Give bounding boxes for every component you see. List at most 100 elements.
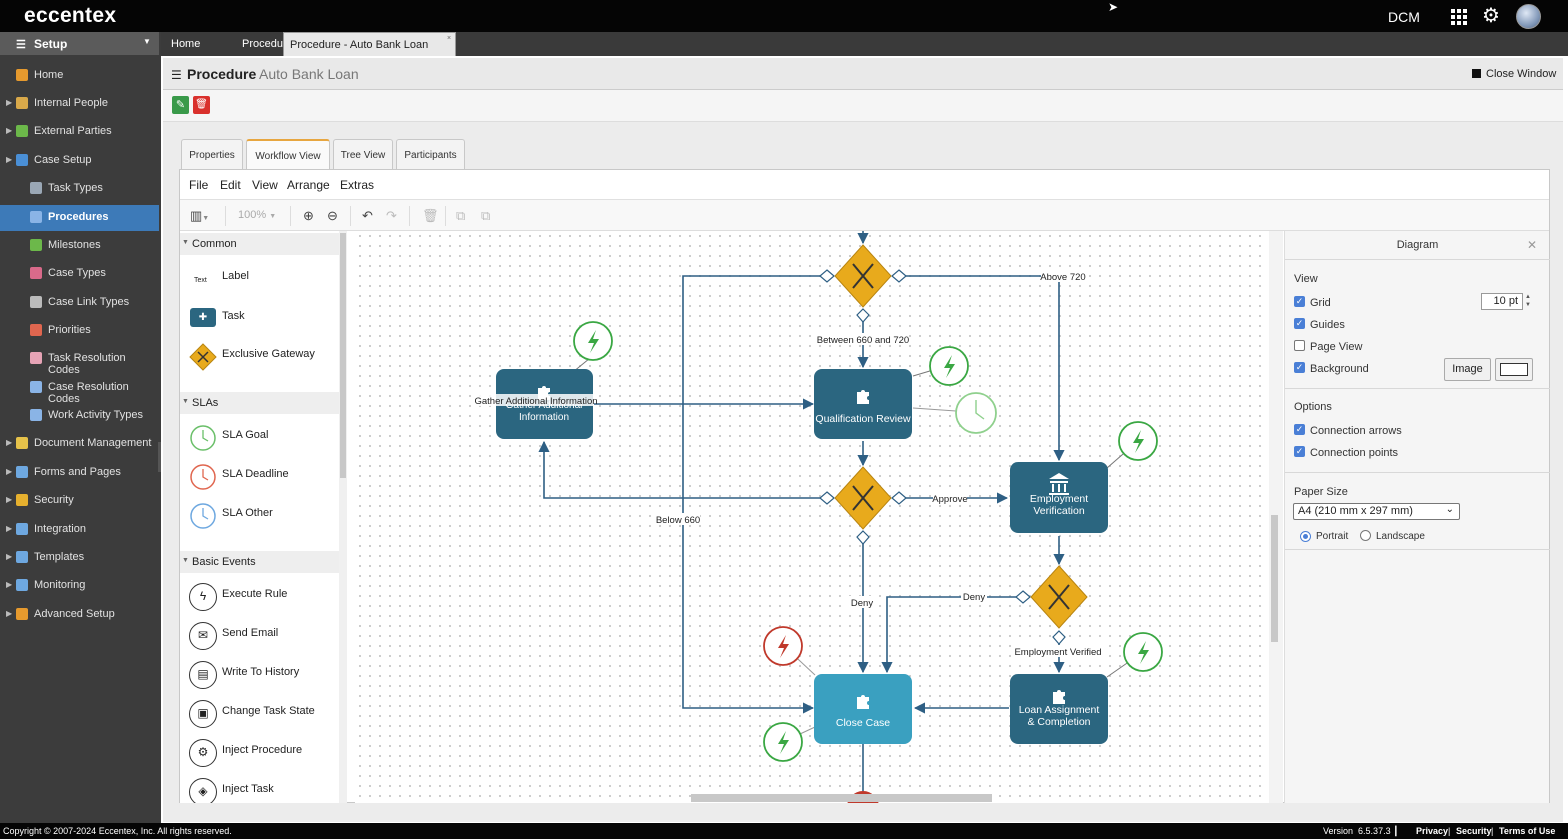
palette-item-inject-procedure[interactable]: ⚙ Inject Procedure	[180, 735, 340, 773]
close-window-button[interactable]: Close Window	[1472, 68, 1556, 80]
connection-diamond[interactable]	[1052, 630, 1066, 645]
sidebar-item[interactable]: ▶External Parties	[0, 119, 159, 145]
sidebar-item[interactable]: ▶Security	[0, 488, 159, 514]
grid-size-input[interactable]: 10 pt	[1481, 293, 1523, 310]
close-icon[interactable]: ✕	[1527, 238, 1538, 252]
expand-arrow-icon[interactable]: ▶	[6, 98, 13, 107]
gateway-top[interactable]	[834, 244, 892, 308]
sidebar-item[interactable]: Work Activity Types	[0, 403, 159, 429]
sidebar-item[interactable]: ▶Case Setup	[0, 148, 159, 174]
connection-diamond[interactable]	[891, 491, 907, 505]
connection-diamond[interactable]	[891, 269, 907, 283]
menu-view[interactable]: View	[252, 178, 278, 192]
sla-rule-employment[interactable]	[1118, 421, 1158, 461]
expand-arrow-icon[interactable]: ▶	[6, 495, 13, 504]
sidebar-item[interactable]: Case Link Types	[0, 290, 159, 316]
redo-icon[interactable]: ↷	[386, 208, 397, 223]
close-tab-icon[interactable]: ×	[446, 35, 452, 42]
landscape-radio[interactable]	[1360, 530, 1371, 541]
task-loan-assignment[interactable]: Loan Assignment& Completion	[1010, 674, 1108, 744]
expand-arrow-icon[interactable]: ▶	[6, 552, 13, 561]
sidebar-item[interactable]: Procedures	[0, 205, 159, 231]
page-view-checkbox[interactable]	[1294, 340, 1305, 351]
task-qualification-review[interactable]: Qualification Review	[814, 369, 912, 439]
connection-diamond[interactable]	[819, 491, 835, 505]
menu-extras[interactable]: Extras	[340, 178, 375, 192]
sla-rule-gather[interactable]	[573, 321, 613, 361]
security-link[interactable]: Security	[1456, 826, 1492, 836]
expand-arrow-icon[interactable]: ▶	[6, 524, 13, 533]
sidebar-item[interactable]: ▶Templates	[0, 545, 159, 571]
menu-edit[interactable]: Edit	[220, 178, 241, 192]
zoom-level[interactable]: 100% ▼	[238, 209, 277, 221]
sla-rule-close-red[interactable]	[763, 626, 803, 666]
gateway-employment[interactable]	[1030, 565, 1088, 629]
portrait-radio[interactable]	[1300, 531, 1311, 542]
expand-arrow-icon[interactable]: ▶	[6, 467, 13, 476]
palette-section-common[interactable]: ▼Common	[180, 233, 340, 255]
sidebar-item[interactable]: Task Resolution Codes	[0, 346, 159, 376]
palette-item-change-task-state[interactable]: ▣ Change Task State	[180, 696, 340, 734]
tab-home[interactable]: Home	[171, 38, 201, 50]
sidebar-item[interactable]: Priorities	[0, 318, 159, 344]
palette-item-send-email[interactable]: ✉ Send Email	[180, 618, 340, 656]
terms-link[interactable]: Terms of Use	[1499, 826, 1556, 836]
user-code[interactable]: DCM	[1388, 9, 1420, 25]
tab-participants[interactable]: Participants	[396, 139, 465, 169]
palette-item-label[interactable]: Text Label	[180, 261, 340, 299]
tab-properties[interactable]: Properties	[181, 139, 243, 169]
connection-points-checkbox[interactable]: ✓	[1294, 446, 1305, 457]
tab-procedure-auto-bank-loan[interactable]: Procedure - Auto Bank Loan×	[283, 32, 456, 56]
tab-workflow-view[interactable]: Workflow View	[246, 139, 330, 169]
sidebar-item[interactable]: ▶Advanced Setup	[0, 602, 159, 628]
background-checkbox[interactable]: ✓	[1294, 362, 1305, 373]
palette-scrollbar[interactable]	[339, 231, 347, 803]
edge-back-to-gather[interactable]	[538, 440, 827, 499]
trash-icon[interactable]: 🗑	[193, 96, 210, 114]
palette-item-task[interactable]: ✚ Task	[180, 301, 340, 339]
undo-icon[interactable]: ↶	[362, 208, 373, 223]
connection-diamond[interactable]	[856, 308, 870, 323]
expand-arrow-icon[interactable]: ▶	[6, 609, 13, 618]
expand-arrow-icon[interactable]: ▶	[6, 580, 13, 589]
sidebar-item[interactable]: Home	[0, 63, 159, 89]
to-back-icon[interactable]: ⧉	[481, 208, 491, 223]
sla-rule-close-green[interactable]	[763, 722, 803, 762]
connection-diamond[interactable]	[856, 530, 870, 545]
palette-item-sla-goal[interactable]: SLA Goal	[180, 420, 340, 458]
background-image-button[interactable]: Image	[1444, 358, 1491, 381]
paper-size-select[interactable]: A4 (210 mm x 297 mm)⌄	[1293, 503, 1460, 520]
expand-arrow-icon[interactable]: ▶	[6, 155, 13, 164]
sla-rule-loan[interactable]	[1123, 632, 1163, 672]
to-front-icon[interactable]: ⧉	[456, 208, 466, 223]
sidebar-item[interactable]: ▶Document Management	[0, 431, 159, 457]
task-close-case[interactable]: Close Case	[814, 674, 912, 744]
panel-layout-icon[interactable]: ▥▼	[190, 208, 210, 223]
canvas-vertical-scroll-thumb[interactable]	[1271, 515, 1278, 642]
grid-checkbox[interactable]: ✓	[1294, 296, 1305, 307]
sidebar-item[interactable]: Case Resolution Codes	[0, 375, 159, 405]
apps-grid-icon[interactable]	[1451, 9, 1467, 25]
gear-icon[interactable]: ⚙	[1482, 5, 1500, 27]
delete-icon[interactable]: 🗑	[422, 208, 439, 223]
palette-item-sla-other[interactable]: SLA Other	[180, 498, 340, 536]
palette-item-inject-task[interactable]: ◈ Inject Task	[180, 774, 340, 803]
guides-checkbox[interactable]: ✓	[1294, 318, 1305, 329]
zoom-out-icon[interactable]: ⊖	[327, 208, 338, 223]
sla-rule-qualification[interactable]	[929, 346, 969, 386]
sidebar-item[interactable]: ▶Internal People	[0, 91, 159, 117]
tab-tree-view[interactable]: Tree View	[333, 139, 393, 169]
sidebar-item[interactable]: Milestones	[0, 233, 159, 259]
sidebar-item[interactable]: ▶Integration	[0, 517, 159, 543]
sidebar-item[interactable]: ▶Forms and Pages	[0, 460, 159, 486]
avatar[interactable]	[1516, 4, 1541, 29]
edit-pencil-icon[interactable]: ✎	[172, 96, 189, 114]
grid-size-spinner[interactable]: ▲▼	[1525, 294, 1531, 308]
palette-item-sla-deadline[interactable]: SLA Deadline	[180, 459, 340, 497]
connection-diamond[interactable]	[819, 269, 835, 283]
canvas-horizontal-scroll-thumb[interactable]	[691, 794, 992, 802]
sidebar-item[interactable]: Case Types	[0, 261, 159, 287]
menu-arrange[interactable]: Arrange	[287, 178, 330, 192]
